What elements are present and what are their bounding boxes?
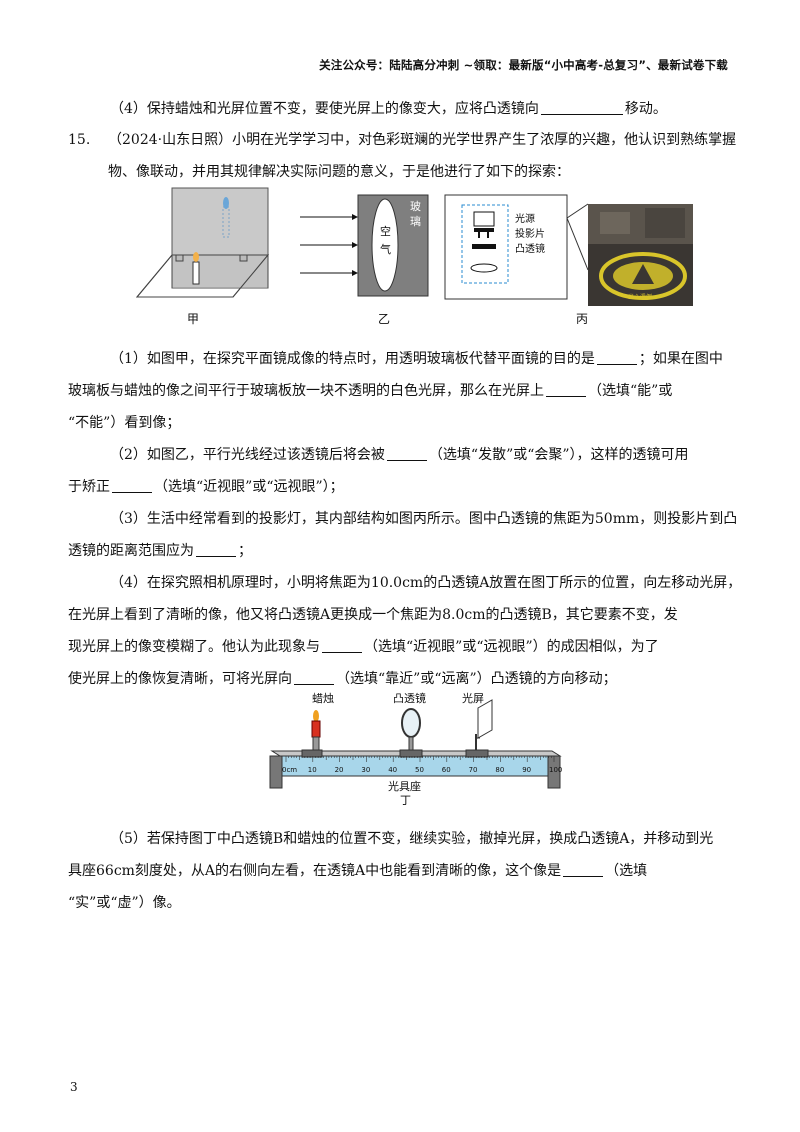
ruler-tick-label: 40 (388, 766, 397, 774)
caption-bing: 丙 (576, 312, 589, 326)
label-glass-2: 璃 (410, 214, 421, 228)
screen (477, 699, 493, 739)
part-5-line-3: “实”或“虚”）像。 (68, 895, 181, 911)
page-header: 关注公众号：陆陆高分冲刺 ~领取：最新版“小中高考-总复习”、最新试卷下载 (319, 58, 728, 72)
answer-blank[interactable] (196, 542, 236, 557)
ruler-tick-label: 80 (495, 766, 504, 774)
label-slide: 投影片 (515, 227, 545, 240)
label-lens: 凸透镜 (393, 691, 426, 705)
part-4-line-2: 在光屏上看到了清晰的像，他又将凸透镜A更换成一个焦距为8.0cm的凸透镜B，其它… (68, 607, 678, 623)
part-4-line-1: （4）在探究照相机原理时，小明将焦距为10.0cm的凸透镜A放置在图丁所示的位置… (110, 575, 742, 591)
page-number: 3 (70, 1080, 78, 1094)
label-light-source: 光源 (515, 212, 535, 225)
part-4-line-4: 使光屏上的像恢复清晰，可将光屏向（选填“靠近”或“远离”）凸透镜的方向移动； (68, 670, 617, 687)
part-1-line-3: “不能”）看到像； (68, 415, 181, 431)
answer-blank[interactable] (294, 670, 334, 685)
label-air-1: 空 (380, 224, 391, 238)
figures-jia-yi-bing: 空 气 玻 璃 光源 投影片 凸透镜 当心滑倒 (135, 187, 693, 306)
answer-blank[interactable] (563, 862, 604, 877)
answer-blank[interactable] (322, 638, 362, 653)
answer-blank[interactable] (386, 446, 427, 461)
caption-yi: 乙 (378, 312, 391, 326)
ruler-tick-label: 50 (415, 766, 424, 774)
label-candle: 蜡烛 (312, 692, 334, 705)
candle (311, 720, 321, 738)
prev-question-4: （4）保持蜡烛和光屏位置不变，要使光屏上的像变大，应将凸透镜向移动。 (110, 100, 667, 117)
ruler-tick-label: 0cm (282, 766, 297, 774)
label-screen: 光屏 (462, 691, 484, 705)
label-glass-1: 玻 (410, 200, 421, 213)
part-3-line-2: 透镜的距离范围应为； (68, 542, 252, 559)
part-2-line-2: 于矫正（选填“近视眼”或“远视眼”）； (68, 478, 344, 495)
answer-blank[interactable] (112, 478, 152, 493)
ruler-tick-label: 60 (442, 766, 451, 774)
ruler-tick-label: 100 (549, 766, 562, 774)
question-stem-line-1: （2024·山东日照）小明在光学学习中，对色彩斑斓的光学世界产生了浓厚的兴趣，他… (108, 132, 737, 148)
figure-yi: 空 气 玻 璃 (300, 194, 429, 297)
label-air-2: 气 (380, 242, 391, 256)
question-number: 15. (68, 132, 91, 148)
part-2-line-1: （2）如图乙，平行光线经过该透镜后将会被（选填“发散”或“会聚”），这样的透镜可… (110, 446, 689, 463)
ruler-tick-label: 10 (308, 766, 317, 774)
figure-jia (135, 187, 270, 298)
figure-ding-optical-bench: 蜡烛 凸透镜 光屏 0cm 10 20 30 40 50 60 70 80 90 100 光具座 丁 (269, 691, 562, 807)
caption-ding: 丁 (400, 794, 411, 807)
candle-flame (313, 710, 319, 722)
ruler-tick-label: 70 (469, 766, 478, 774)
caption-jia: 甲 (187, 312, 200, 326)
part-5-line-1: （5）若保持图丁中凸透镜B和蜡烛的位置不变，继续实验，撤掉光屏，换成凸透镜A，并… (110, 831, 714, 847)
answer-blank[interactable] (546, 382, 586, 397)
label-sign: 当心滑倒 (628, 293, 652, 301)
label-convex-lens: 凸透镜 (515, 242, 545, 255)
label-base: 光具座 (388, 779, 421, 793)
answer-blank[interactable] (540, 100, 623, 115)
ruler-tick-label: 20 (335, 766, 344, 774)
part-3-line-1: （3）生活中经常看到的投影灯，其内部结构如图丙所示。图中凸透镜的焦距为50mm，… (110, 511, 738, 527)
figure-bing: 光源 投影片 凸透镜 当心滑倒 (444, 194, 693, 306)
ruler-tick-label: 90 (522, 766, 531, 774)
bench-ticks: 0cm 10 20 30 40 50 60 70 80 90 100 (282, 756, 562, 774)
part-1-line-2: 玻璃板与蜡烛的像之间平行于玻璃板放一块不透明的白色光屏，那么在光屏上（选填“能”… (68, 382, 673, 399)
answer-blank[interactable] (596, 350, 637, 365)
part-4-line-3: 现光屏上的像变模糊了。他认为此现象与（选填“近视眼”或“远视眼”）的成因相似，为… (68, 638, 659, 655)
part-5-line-2: 具座66cm刻度处，从A的右侧向左看，在透镜A中也能看到清晰的像，这个像是（选填 (68, 862, 648, 879)
question-stem-line-2: 物、像联动，并用其规律解决实际问题的意义，于是他进行了如下的探索： (108, 164, 570, 180)
lens (401, 708, 421, 738)
part-1-line-1: （1）如图甲，在探究平面镜成像的特点时，用透明玻璃板代替平面镜的目的是；如果在图… (110, 350, 723, 367)
ruler-tick-label: 30 (361, 766, 370, 774)
